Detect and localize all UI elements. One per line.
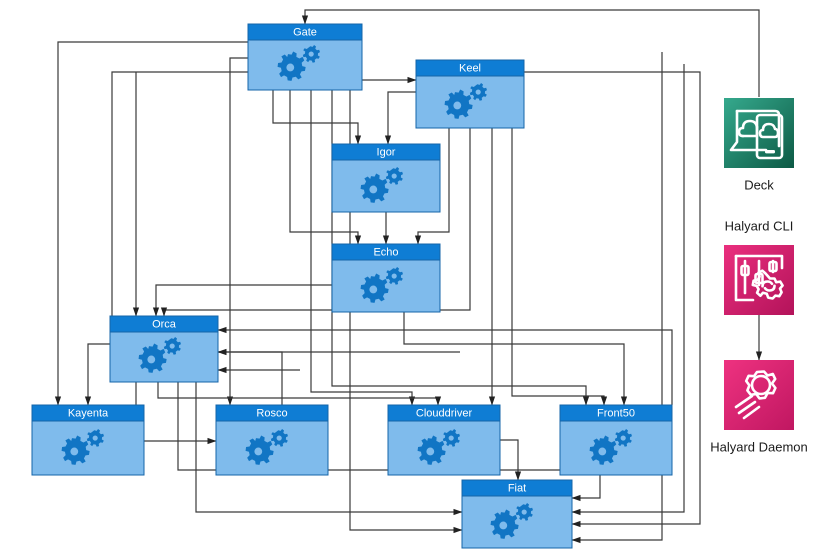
connector-edges xyxy=(54,9,763,544)
service-label-clouddriver: Clouddriver xyxy=(416,407,473,419)
edge-echo-to-front50 xyxy=(403,312,628,406)
edge-kayenta-to-orca xyxy=(217,326,673,405)
edge-keel-to-orca xyxy=(160,128,471,317)
edge-orca-to-fiat xyxy=(195,382,463,516)
external-node-halyard-daemon[interactable]: Halyard Daemon xyxy=(710,360,808,454)
edge-front50-to-fiat xyxy=(571,475,601,502)
external-node-halyard-cli[interactable]: Halyard CLI xyxy=(724,218,794,315)
service-label-fiat: Fiat xyxy=(508,482,526,494)
service-label-front50: Front50 xyxy=(597,407,635,419)
service-label-gate: Gate xyxy=(293,26,317,38)
edge-deck-to-gate xyxy=(301,9,760,97)
service-node-rosco[interactable]: Rosco xyxy=(215,404,329,476)
external-label-deck: Deck xyxy=(744,177,774,192)
devices-cloud-icon xyxy=(729,109,784,160)
edge-keel-to-igor xyxy=(384,91,416,145)
service-label-keel: Keel xyxy=(459,62,481,74)
service-label-rosco: Rosco xyxy=(256,407,287,419)
service-node-front50[interactable]: Front50 xyxy=(559,404,673,476)
service-node-fiat[interactable]: Fiat xyxy=(461,479,573,549)
service-node-echo[interactable]: Echo xyxy=(331,243,441,313)
service-label-echo: Echo xyxy=(373,246,398,258)
edge-gate-to-fiat xyxy=(349,90,463,534)
edge-rail-left-1 xyxy=(111,71,248,316)
edge-echo-to-orca xyxy=(152,284,332,317)
external-label-halyard-daemon: Halyard Daemon xyxy=(710,439,808,454)
external-label-halyard-cli: Halyard CLI xyxy=(725,218,794,233)
edge-keel-to-fiat xyxy=(524,71,701,528)
service-node-keel[interactable]: Keel xyxy=(415,59,525,129)
service-label-kayenta: Kayenta xyxy=(68,407,109,419)
edge-keel-to-front50 xyxy=(511,128,608,406)
service-node-orca[interactable]: Orca xyxy=(109,315,219,383)
service-node-kayenta[interactable]: Kayenta xyxy=(31,404,145,476)
service-node-igor[interactable]: Igor xyxy=(331,143,441,213)
edge-keel-to-echo xyxy=(414,128,450,245)
edge-rail-fiat-right-2 xyxy=(571,52,663,544)
edge-gate-to-rosco xyxy=(226,57,248,406)
service-label-igor: Igor xyxy=(377,146,396,158)
service-node-gate[interactable]: Gate xyxy=(247,23,363,91)
edge-clouddriver-to-fiat xyxy=(500,439,522,481)
service-node-clouddriver[interactable]: Clouddriver xyxy=(387,404,501,476)
service-nodes: Gate Keel Igor xyxy=(31,23,673,549)
edge-orca-to-clouddriver xyxy=(157,382,442,406)
edge-gate-to-kayenta xyxy=(54,41,248,406)
edge-orca-to-rosco xyxy=(135,382,217,445)
edge-orca-to-kayenta xyxy=(84,343,110,406)
external-node-deck[interactable]: Deck xyxy=(724,98,794,192)
external-nodes: Deck Halyard CLI xyxy=(710,98,808,454)
edge-gate-to-echo xyxy=(289,90,362,245)
edge-rail-fiat-right-1 xyxy=(571,64,685,516)
gear-speed-icon xyxy=(734,370,777,420)
sliders-gear-icon xyxy=(734,254,784,302)
service-label-orca: Orca xyxy=(152,318,177,330)
edge-rosco-to-orca xyxy=(217,348,283,405)
edge-gate-to-igor xyxy=(272,90,362,145)
